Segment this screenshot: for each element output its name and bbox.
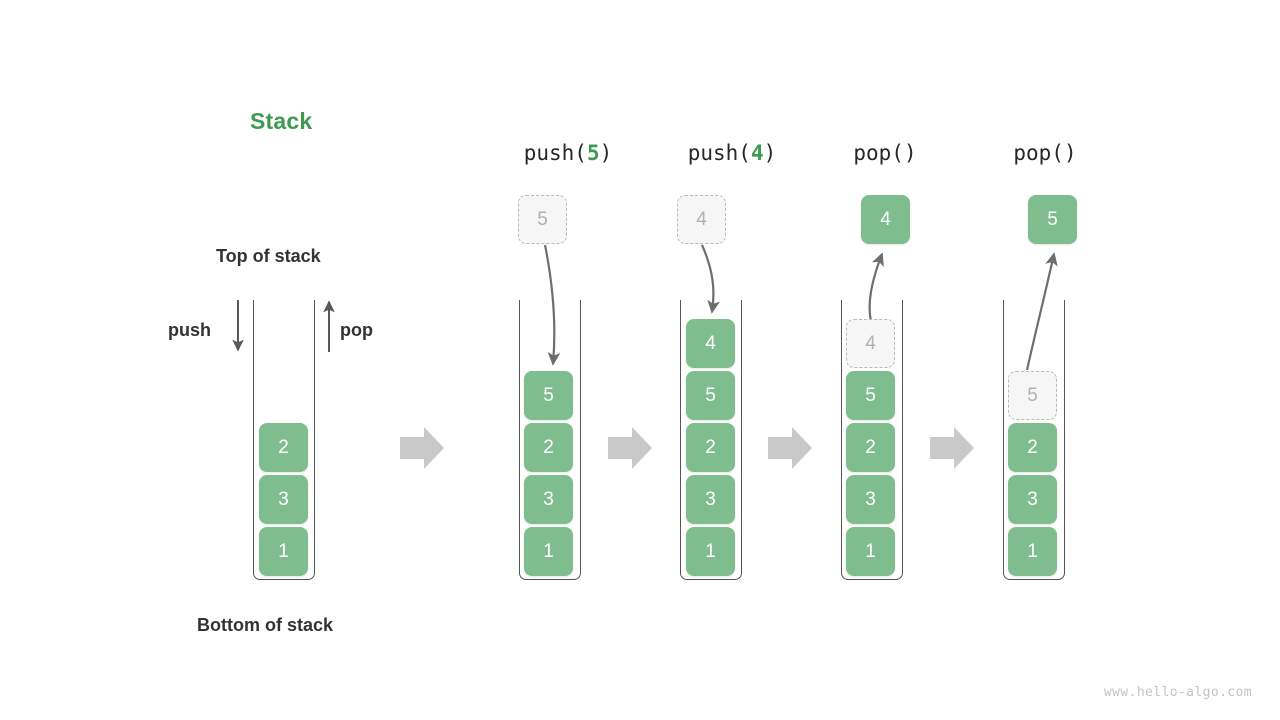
op-argument: 4 xyxy=(750,141,764,165)
stack-element: 2 xyxy=(259,423,308,472)
op-open-paren: pop( xyxy=(853,141,904,165)
stack-element: 5 xyxy=(686,371,735,420)
op-header-push-4: push(4) xyxy=(632,141,832,165)
popped-element: 5 xyxy=(1028,195,1077,244)
op-open-paren: pop( xyxy=(1013,141,1064,165)
stack-element: 2 xyxy=(686,423,735,472)
page-title: Stack xyxy=(250,108,313,134)
stack-element: 3 xyxy=(1008,475,1057,524)
incoming-ghost-element: 5 xyxy=(518,195,567,244)
op-close-paren: ) xyxy=(1063,141,1077,165)
stack-element: 1 xyxy=(259,527,308,576)
stack-element: 5 xyxy=(524,371,573,420)
stack-element: 3 xyxy=(846,475,895,524)
removed-ghost-element: 4 xyxy=(846,319,895,368)
bottom-of-stack-label: Bottom of stack xyxy=(197,615,334,635)
op-open-paren: push( xyxy=(523,141,587,165)
stack-element: 5 xyxy=(846,371,895,420)
stack-container xyxy=(680,300,742,580)
op-header-pop-1: pop() xyxy=(785,141,985,165)
op-header-push-5: push(5) xyxy=(468,141,668,165)
op-close-paren: ) xyxy=(903,141,917,165)
flow-arrow-1 xyxy=(400,427,444,469)
stack-element: 2 xyxy=(846,423,895,472)
stack-container xyxy=(253,300,315,580)
stack-element: 3 xyxy=(259,475,308,524)
op-header-pop-2: pop() xyxy=(945,141,1145,165)
stack-element: 2 xyxy=(1008,423,1057,472)
op-close-paren: ) xyxy=(763,141,777,165)
stack-element: 2 xyxy=(524,423,573,472)
popped-element: 4 xyxy=(861,195,910,244)
push-label: push xyxy=(168,320,211,340)
stack-container xyxy=(1003,300,1065,580)
op-open-paren: push( xyxy=(687,141,751,165)
stack-container xyxy=(519,300,581,580)
incoming-ghost-element: 4 xyxy=(677,195,726,244)
stack-element: 1 xyxy=(846,527,895,576)
stack-container xyxy=(841,300,903,580)
stack-element: 1 xyxy=(524,527,573,576)
op-close-paren: ) xyxy=(599,141,613,165)
stack-element: 4 xyxy=(686,319,735,368)
stack-element: 3 xyxy=(686,475,735,524)
removed-ghost-element: 5 xyxy=(1008,371,1057,420)
flow-arrow-3 xyxy=(768,427,812,469)
stack-element: 1 xyxy=(1008,527,1057,576)
pop-label: pop xyxy=(340,320,373,340)
stack-element: 1 xyxy=(686,527,735,576)
flow-arrow-4 xyxy=(930,427,974,469)
stack-element: 3 xyxy=(524,475,573,524)
op-argument: 5 xyxy=(586,141,600,165)
top-of-stack-label: Top of stack xyxy=(216,246,321,266)
watermark: www.hello-algo.com xyxy=(1103,685,1252,700)
flow-arrow-2 xyxy=(608,427,652,469)
